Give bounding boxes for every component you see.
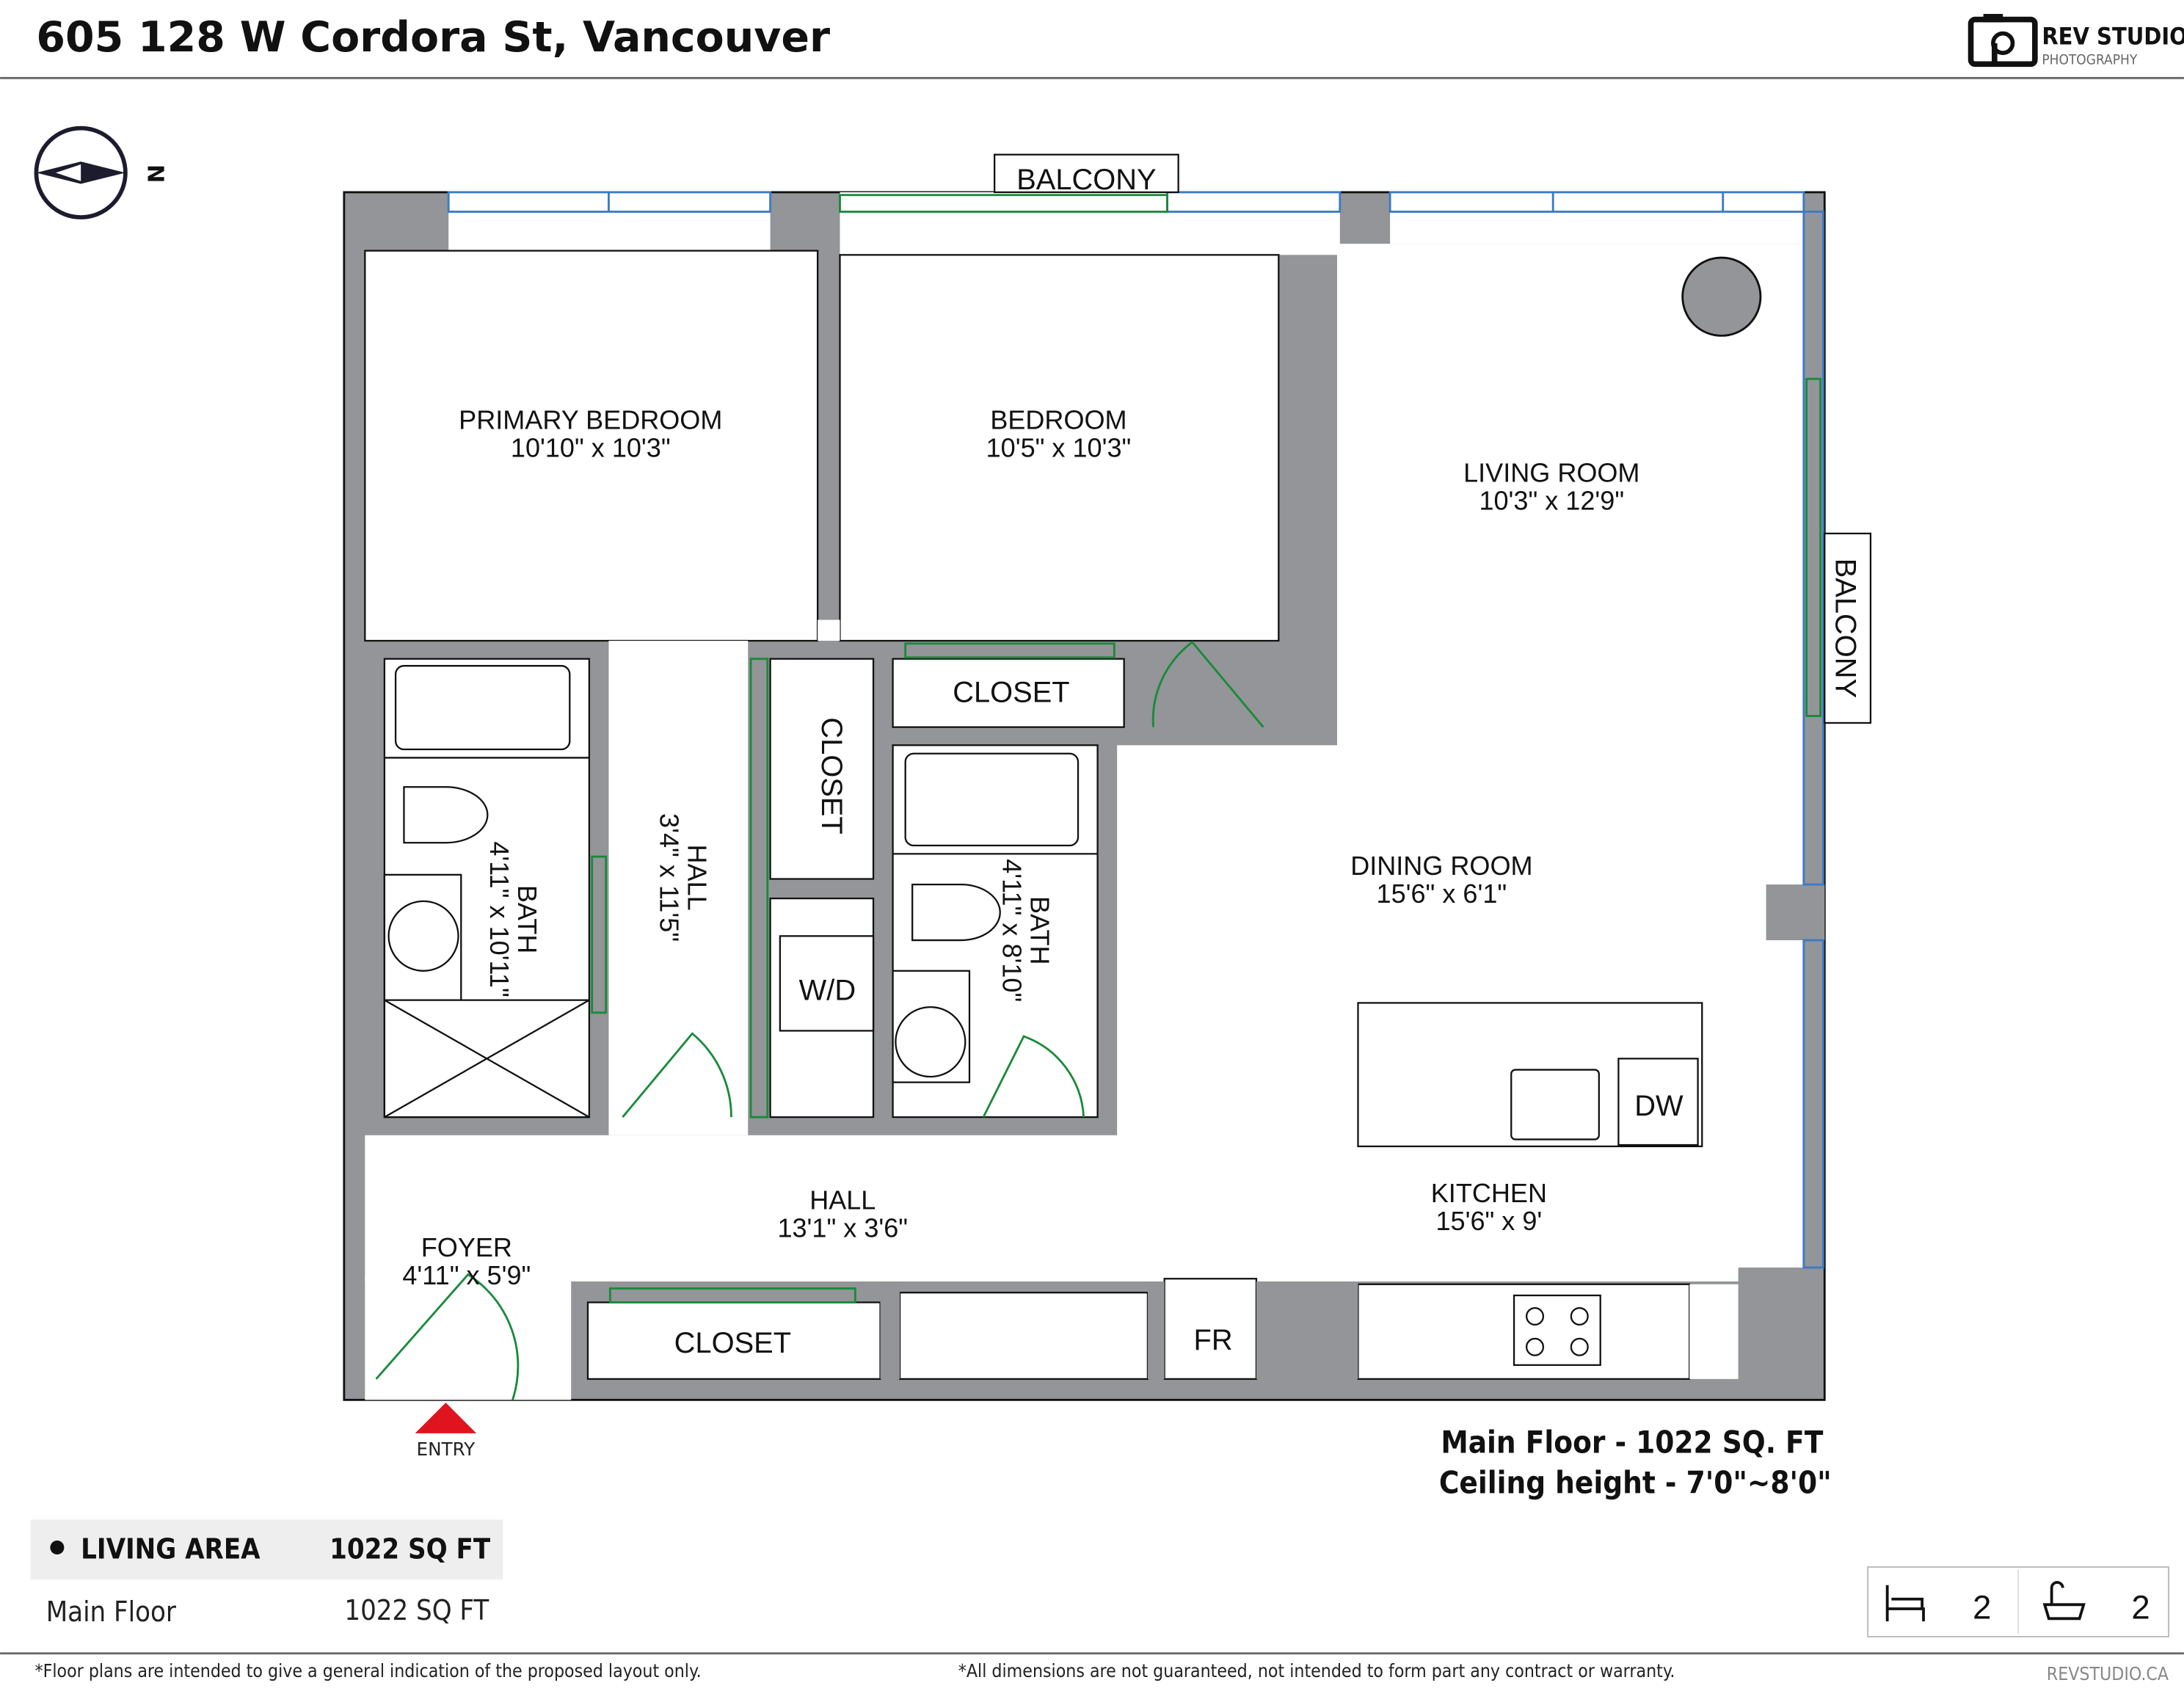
room-dims: 4'11" x 5'9" [402,1260,531,1290]
logo-sub: PHOTOGRAPHY [2042,51,2138,68]
sink-1 [387,900,459,972]
room-name: BATH [512,885,542,953]
fridge-label: FR [1194,1324,1233,1356]
washer-dryer-label: W/D [799,975,856,1007]
dishwasher [1617,1058,1699,1146]
sink-2 [895,1006,967,1078]
room-name: HALL [809,1185,876,1215]
bathroom-count: 2 [2131,1588,2150,1626]
page-title: 605 128 W Cordora St, Vancouver [36,13,830,62]
area-header-value: 1022 SQ FT [330,1533,491,1565]
balcony-right-label: BALCONY [1829,559,1861,698]
floor-area-text: Main Floor - 1022 SQ. FT [1441,1424,1823,1460]
bathtub-2 [904,752,1080,847]
balcony-top [994,153,1179,194]
room-dims: 10'5" x 10'3" [986,432,1132,462]
stove [1513,1294,1601,1367]
dishwasher-label: DW [1634,1090,1684,1122]
disclaimer-left: *Floor plans are intended to give a gene… [35,1660,702,1681]
bullet-icon [50,1541,65,1555]
closet-label: CLOSET [815,717,848,834]
room-name: PRIMARY BEDROOM [459,405,722,435]
room-dims: 4'11" x 8'10" [997,859,1027,1002]
balcony-right [1824,532,1872,724]
room-name: LIVING ROOM [1463,458,1639,488]
room-name: KITCHEN [1431,1178,1547,1208]
entry-label: ENTRY [417,1439,476,1460]
balcony-top-label: BALCONY [1016,164,1156,196]
room-interiors [364,192,1825,1400]
room-name: HALL [682,845,713,911]
room-dims: 15'6" x 6'1" [1377,879,1507,909]
room-name: BEDROOM [990,405,1126,435]
camera-icon [1968,13,2038,68]
room-name: DINING ROOM [1350,851,1532,881]
room-name: BATH [1024,896,1055,964]
sliding-doors [591,194,1822,1303]
compass: N [34,126,167,219]
area-row-value: 1022 SQ FT [344,1594,489,1626]
room-dims: 10'10" x 10'3" [511,432,671,462]
area-header-label: LIVING AREA [81,1533,261,1565]
floor-plan: BALCONY BALCONY PRIMARY BEDROOM 10'10" x… [343,153,1872,1460]
room-dims: 3'4" x 11'5" [655,813,685,942]
room-labels: PRIMARY BEDROOM 10'10" x 10'3" BEDROOM 1… [402,405,1684,1359]
room-counts: 2 2 [1867,1566,2169,1637]
column [1681,256,1762,337]
kitchen-sink [1510,1069,1600,1141]
compass-north-label: N [142,164,167,183]
fixtures [383,665,1703,1367]
bathtub-icon [2042,1581,2086,1621]
bed-icon [1885,1585,1925,1622]
bathtub-1 [394,665,571,751]
area-row-label: Main Floor [46,1596,177,1628]
closet-label: CLOSET [674,1327,791,1359]
toilet-1 [403,786,489,844]
room-dims: 13'1" x 3'6" [777,1212,908,1243]
room-name: FOYER [421,1232,512,1262]
room-dims: 15'6" x 9' [1435,1206,1542,1236]
bedroom-count: 2 [1973,1588,1991,1626]
washer-dryer [779,935,875,1032]
disclaimer-right: *All dimensions are not guaranteed, not … [958,1660,1675,1681]
rev-studio-logo: REV STUDIO PHOTOGRAPHY [1968,13,2184,68]
entry-arrow-icon [415,1403,477,1433]
area-table: LIVING AREA 1022 SQ FT Main Floor 1022 S… [30,1519,503,1628]
website-link[interactable]: REVSTUDIO.CA [2047,1663,2169,1684]
logo-name: REV STUDIO [2042,23,2184,51]
room-dims: 10'3" x 12'9" [1479,486,1624,516]
ceiling-height-text: Ceiling height - 7'0"~8'0" [1439,1465,1832,1501]
room-dims: 4'11" x 10'11" [484,841,514,997]
door-swings [375,640,1264,1400]
closet-label: CLOSET [953,677,1069,709]
toilet-2 [911,884,1001,942]
windows [447,191,1824,1269]
